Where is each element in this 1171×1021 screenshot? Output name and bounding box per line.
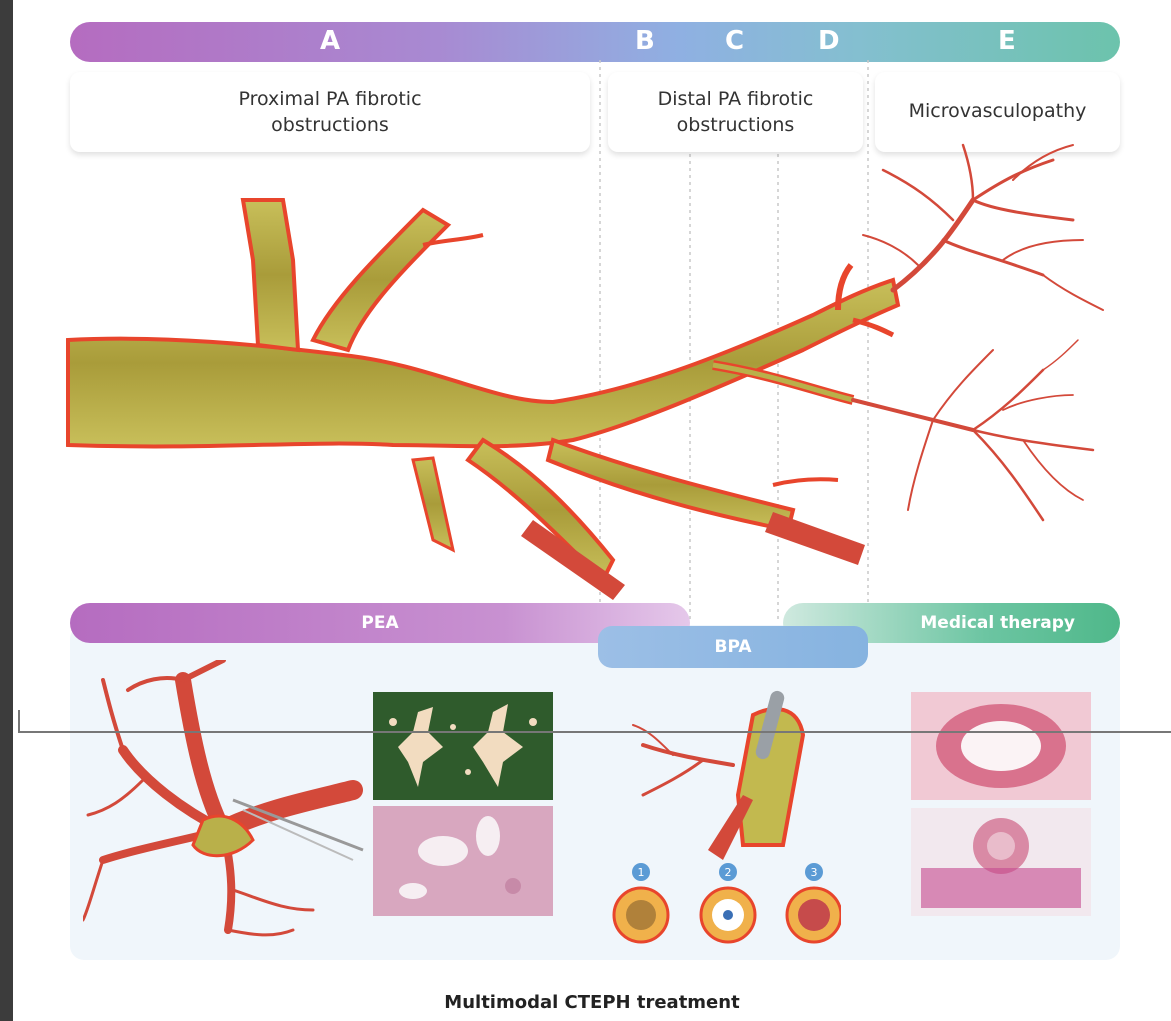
distal-label-line1: Distal PA fibrotic	[608, 72, 863, 112]
footer-title: Multimodal CTEPH treatment	[13, 992, 1171, 1013]
medical-therapy-label: Medical therapy	[920, 613, 1075, 633]
bpa-label: BPA	[714, 637, 751, 657]
pea-label: PEA	[361, 613, 398, 633]
letter-b: B	[635, 26, 655, 56]
proximal-label-line1: Proximal PA fibrotic	[70, 72, 590, 112]
letter-e: E	[998, 26, 1016, 56]
footer-bracket	[13, 700, 1171, 1000]
letter-d: D	[818, 26, 840, 56]
upper-oblique-branch-vessel	[313, 210, 448, 350]
lower-microvascular-tree	[853, 340, 1093, 520]
red-vessel-segment-2	[765, 512, 865, 565]
main-trunk-vessel	[68, 280, 898, 446]
letter-c: C	[725, 26, 744, 56]
pea-pill: PEA	[70, 603, 690, 643]
pulmonary-artery-illustration	[13, 140, 1171, 600]
upper-microvascular-tree	[863, 145, 1103, 310]
upper-branch-vessel	[243, 200, 298, 350]
figure-page: A B C D E Proximal PA fibrotic obstructi…	[13, 0, 1171, 1021]
header-gradient-bar	[70, 22, 1120, 62]
distal-lower-branch-vessel	[548, 440, 793, 530]
micro-label: Microvasculopathy	[875, 72, 1120, 124]
bpa-pill: BPA	[598, 626, 868, 668]
proximal-label-line2: obstructions	[70, 112, 590, 138]
letter-a: A	[320, 26, 340, 56]
distal-label-line2: obstructions	[608, 112, 863, 138]
